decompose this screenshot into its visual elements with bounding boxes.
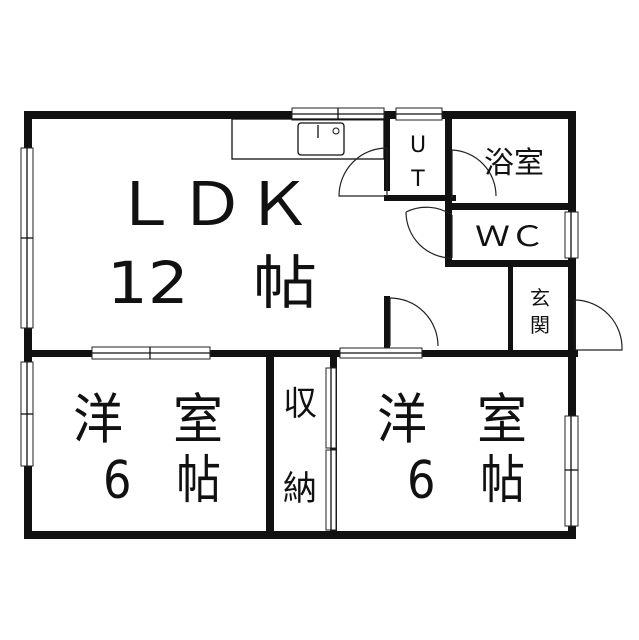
- doors: [338, 147, 623, 351]
- western-room-left-name: 洋 室: [73, 388, 223, 451]
- bath-label: 浴室: [484, 146, 544, 181]
- utility-label-bottom: T: [410, 167, 425, 192]
- ldk-name: ＬＤＫ: [112, 170, 312, 240]
- utility-label-top: U: [410, 133, 426, 158]
- toilet-label: ＷＣ: [475, 220, 545, 253]
- western-room-left-size: 6 帖: [103, 451, 221, 511]
- western-room-right-name: 洋 室: [377, 388, 527, 451]
- storage-label-top: 収: [283, 384, 317, 424]
- kitchen-counter: [231, 118, 385, 160]
- windows: [20, 107, 579, 531]
- ldk-size: 12 帖: [107, 249, 317, 317]
- entrance-label-bottom: 関: [530, 313, 550, 337]
- western-room-right-size: 6 帖: [407, 451, 525, 511]
- entrance-label-top: 玄: [530, 286, 550, 310]
- storage-label-bottom: 納: [283, 469, 317, 509]
